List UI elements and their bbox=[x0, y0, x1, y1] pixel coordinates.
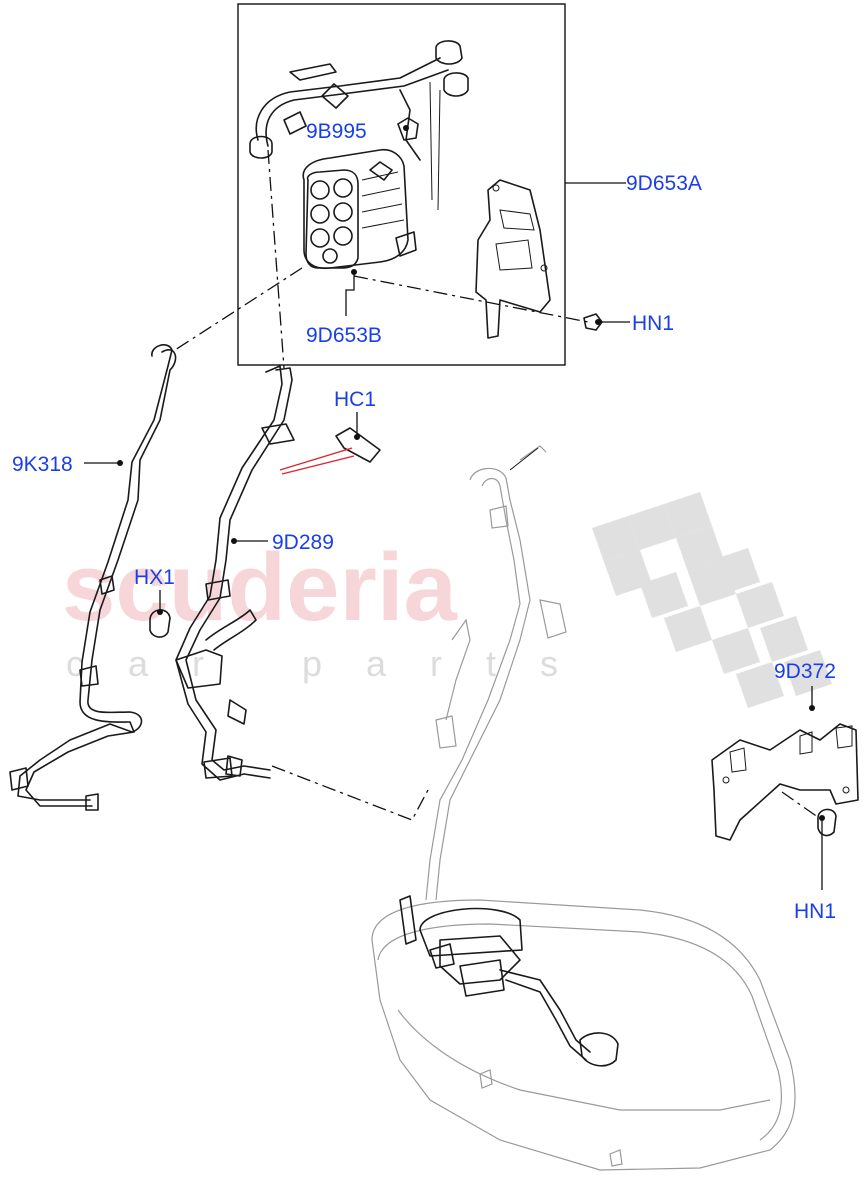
fuel-tank bbox=[371, 895, 796, 1171]
callout-9d653b: 9D653B bbox=[306, 324, 382, 347]
callout-9b995: 9B995 bbox=[306, 120, 367, 143]
clip-hc1 bbox=[279, 427, 381, 475]
watermark-sub: car parts bbox=[66, 643, 602, 684]
callout-9k318: 9K318 bbox=[12, 453, 73, 476]
leader-lines bbox=[84, 182, 825, 890]
canister-assembly-frame bbox=[237, 3, 566, 366]
bracket-9d372 bbox=[711, 723, 859, 841]
hose-9d289 bbox=[175, 365, 295, 781]
watermark: scuderia car parts bbox=[62, 492, 832, 708]
bracket-9d653a bbox=[475, 179, 551, 339]
callout-hn1-bottom: HN1 bbox=[794, 900, 836, 923]
hose-9k318 bbox=[9, 344, 177, 811]
clip-9b995 bbox=[397, 117, 419, 141]
canister-vapour-lines bbox=[249, 40, 469, 211]
filler-neck bbox=[425, 445, 567, 901]
callout-9d372: 9D372 bbox=[774, 660, 836, 683]
callout-9d653a: 9D653A bbox=[626, 172, 702, 195]
callout-hx1: HX1 bbox=[134, 566, 175, 589]
evap-canister bbox=[302, 148, 417, 275]
callout-hc1: HC1 bbox=[334, 388, 376, 411]
fastener-hn1-top bbox=[583, 313, 603, 331]
watermark-brand: scuderia bbox=[62, 534, 457, 641]
watermark-checker-flag bbox=[592, 492, 832, 708]
fastener-hn1-bottom bbox=[817, 808, 837, 837]
callout-hn1-top: HN1 bbox=[632, 312, 674, 335]
assembly-lines bbox=[174, 149, 823, 821]
callout-labels: 9B995 9D653A HN1 9D653B HC1 9K318 9D289 … bbox=[12, 120, 836, 923]
callout-9d289: 9D289 bbox=[272, 531, 334, 554]
